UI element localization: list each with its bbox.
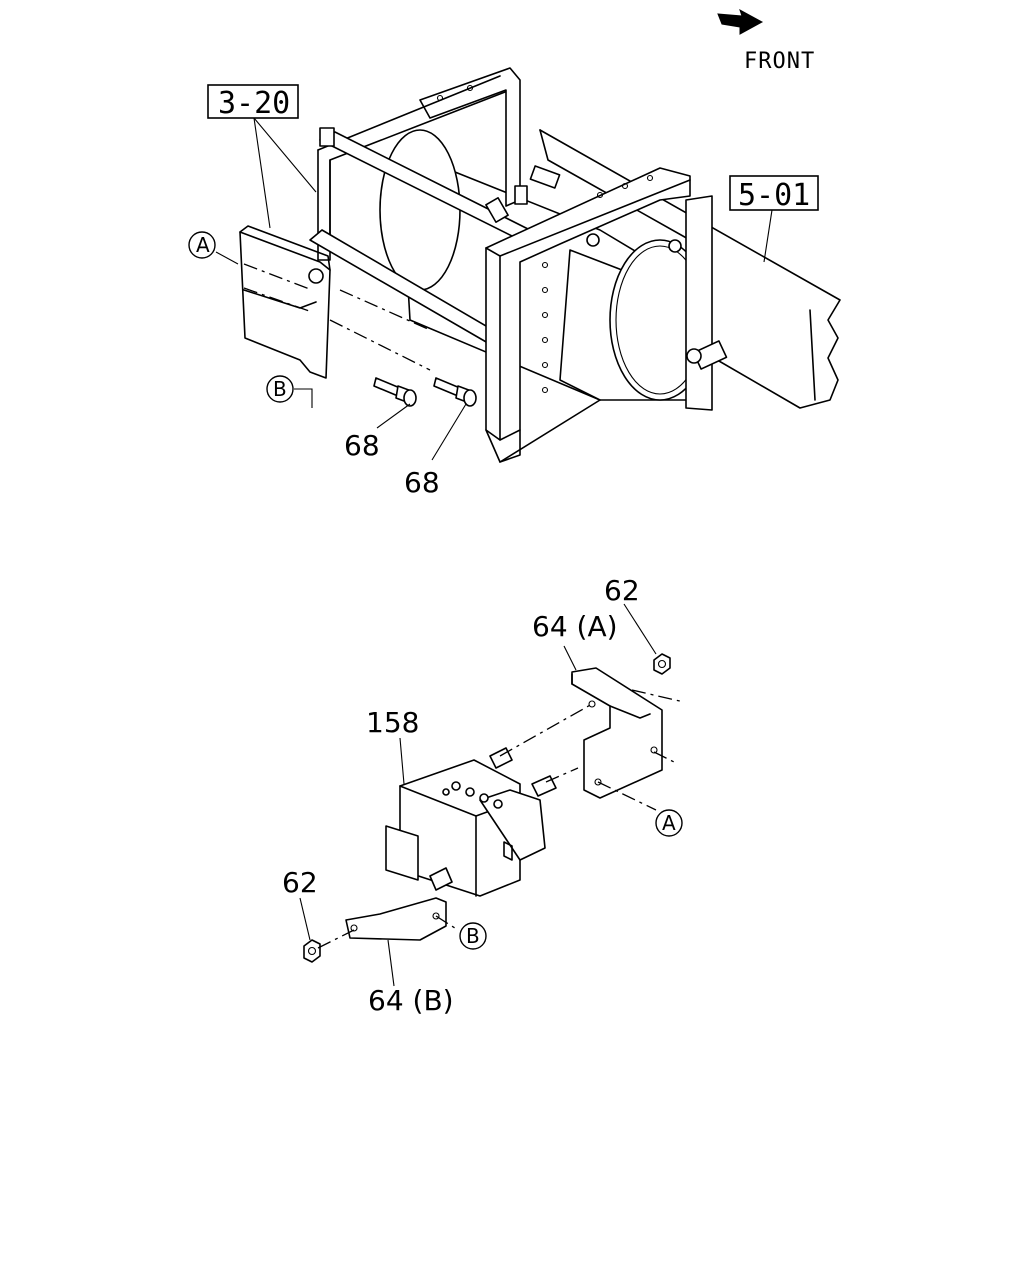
marker-b-lower: B	[459, 922, 487, 950]
callout-nut-bottom: 62	[282, 866, 318, 899]
callout-nut-top: 62	[604, 574, 640, 607]
svg-text:B: B	[466, 924, 480, 948]
ref-5-01-text: 5-01	[738, 178, 810, 213]
ref-box-5-01: 5-01	[729, 175, 819, 213]
callout-bracket-a: 64 (A)	[532, 610, 618, 643]
marker-a-lower: A	[655, 809, 683, 837]
callout-bolt-left: 68	[344, 429, 380, 462]
front-label: FRONT	[744, 49, 815, 74]
tank-fittings	[319, 127, 728, 370]
marker-a-upper: A	[188, 231, 216, 259]
nut-bottom-icon	[303, 939, 321, 963]
bracket-64a	[571, 667, 663, 799]
air-tank-assembly	[239, 67, 841, 463]
svg-text:A: A	[196, 233, 210, 257]
ref-3-20-text: 3-20	[218, 86, 290, 121]
bracket-64b	[345, 897, 447, 941]
nut-top-icon	[653, 653, 671, 675]
svg-text:B: B	[273, 377, 287, 401]
callout-bolt-right: 68	[404, 466, 440, 499]
marker-b-upper: B	[266, 375, 294, 403]
callout-bracket-b: 64 (B)	[368, 984, 454, 1017]
valve-unit-158	[385, 747, 557, 897]
bolt-left-icon	[373, 377, 417, 407]
callout-valve-unit: 158	[366, 706, 419, 739]
bracket-holes	[436, 84, 654, 394]
bolt-right-icon	[433, 377, 477, 407]
front-arrow-icon	[717, 8, 764, 35]
svg-text:A: A	[662, 811, 676, 835]
ref-box-3-20: 3-20	[207, 84, 299, 121]
